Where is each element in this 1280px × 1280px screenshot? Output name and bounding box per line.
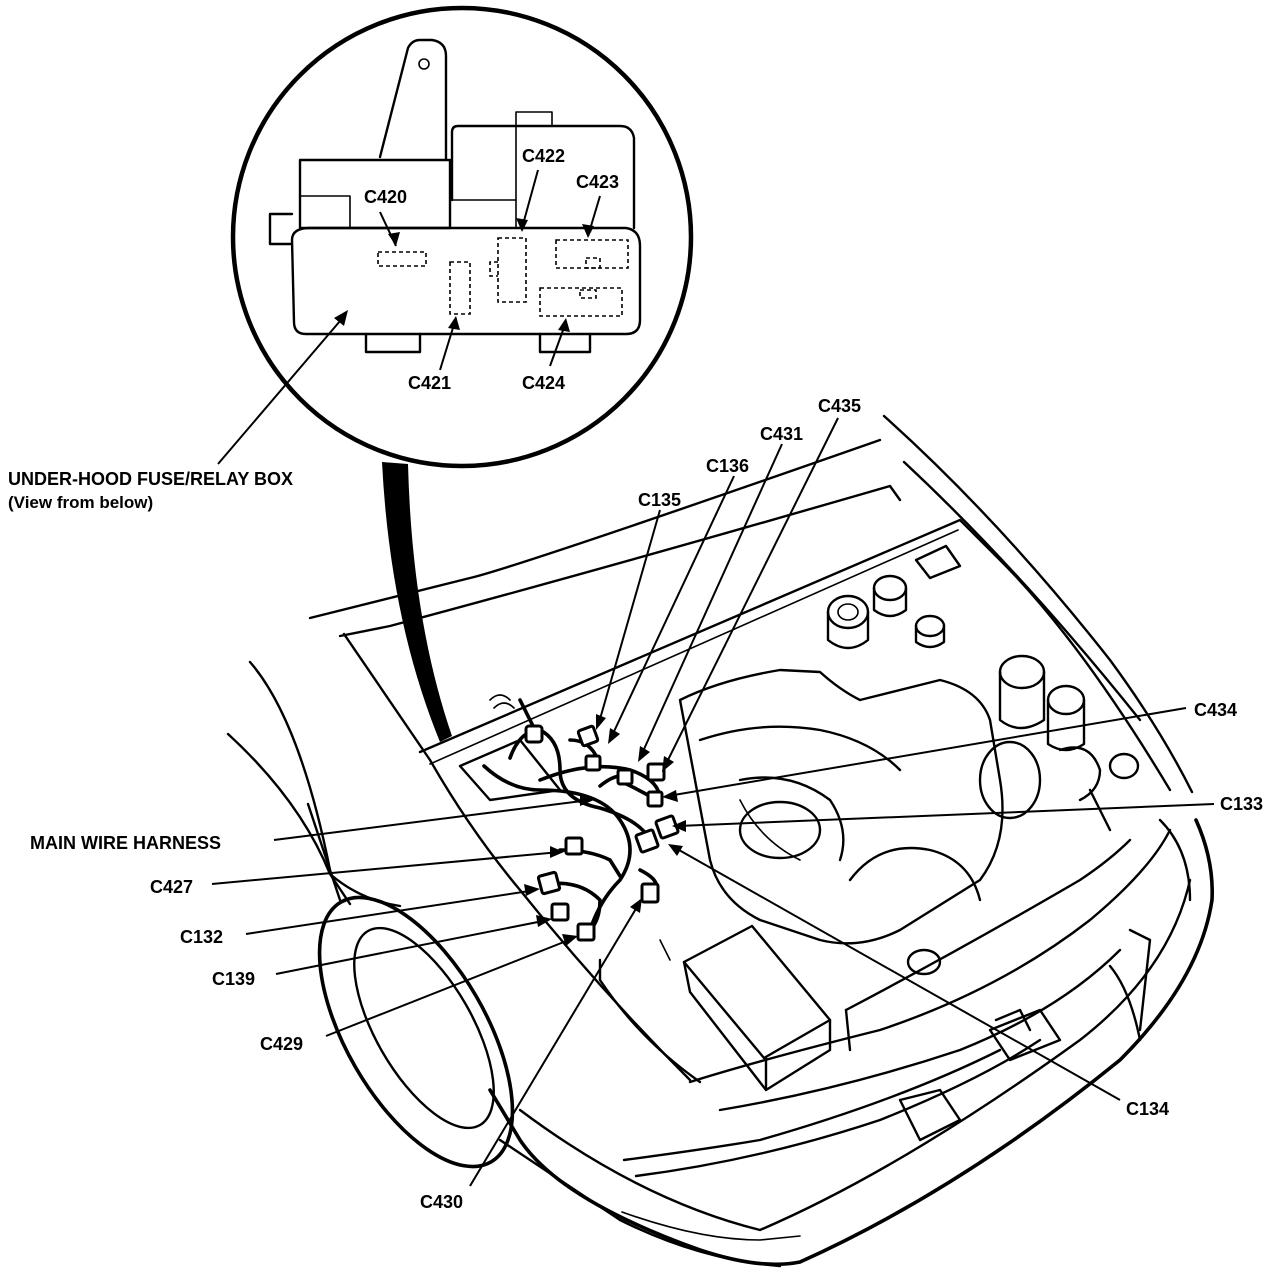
c431-label: C431 xyxy=(760,424,803,444)
c134-label: C134 xyxy=(1126,1099,1169,1119)
c429-label: C429 xyxy=(260,1034,303,1054)
harness-connectors xyxy=(524,724,680,942)
c421-outline xyxy=(449,261,471,315)
zoom-cone xyxy=(382,462,452,742)
c423-label: C423 xyxy=(576,172,619,192)
car-illustration xyxy=(226,414,1214,1268)
c135-label: C135 xyxy=(638,490,681,510)
c435-label: C435 xyxy=(818,396,861,416)
engine-bay xyxy=(458,544,1140,1092)
c421-label: C421 xyxy=(408,373,451,393)
c132-label: C132 xyxy=(180,927,223,947)
c422-outline xyxy=(497,237,527,303)
c434-label: C434 xyxy=(1194,700,1237,720)
front-wheel xyxy=(317,895,515,1169)
c136-label: C136 xyxy=(706,456,749,476)
c422-label: C422 xyxy=(522,146,565,166)
c427-label: C427 xyxy=(150,877,193,897)
fuse-box-title: UNDER-HOOD FUSE/RELAY BOX xyxy=(8,469,293,489)
fuse-box-inset: C420 C421 C422 C423 C424 xyxy=(230,5,694,469)
c424-label: C424 xyxy=(522,373,565,393)
c420-label: C420 xyxy=(364,187,407,207)
c430-label: C430 xyxy=(420,1192,463,1212)
fuse-box-subtitle: (View from below) xyxy=(8,493,153,512)
c424-outline xyxy=(539,287,623,317)
c133-label: C133 xyxy=(1220,794,1263,814)
callout-leaders xyxy=(211,417,1215,1187)
c420-outline xyxy=(377,251,427,267)
main-wire-harness-label: MAIN WIRE HARNESS xyxy=(30,833,221,853)
c139-label: C139 xyxy=(212,969,255,989)
